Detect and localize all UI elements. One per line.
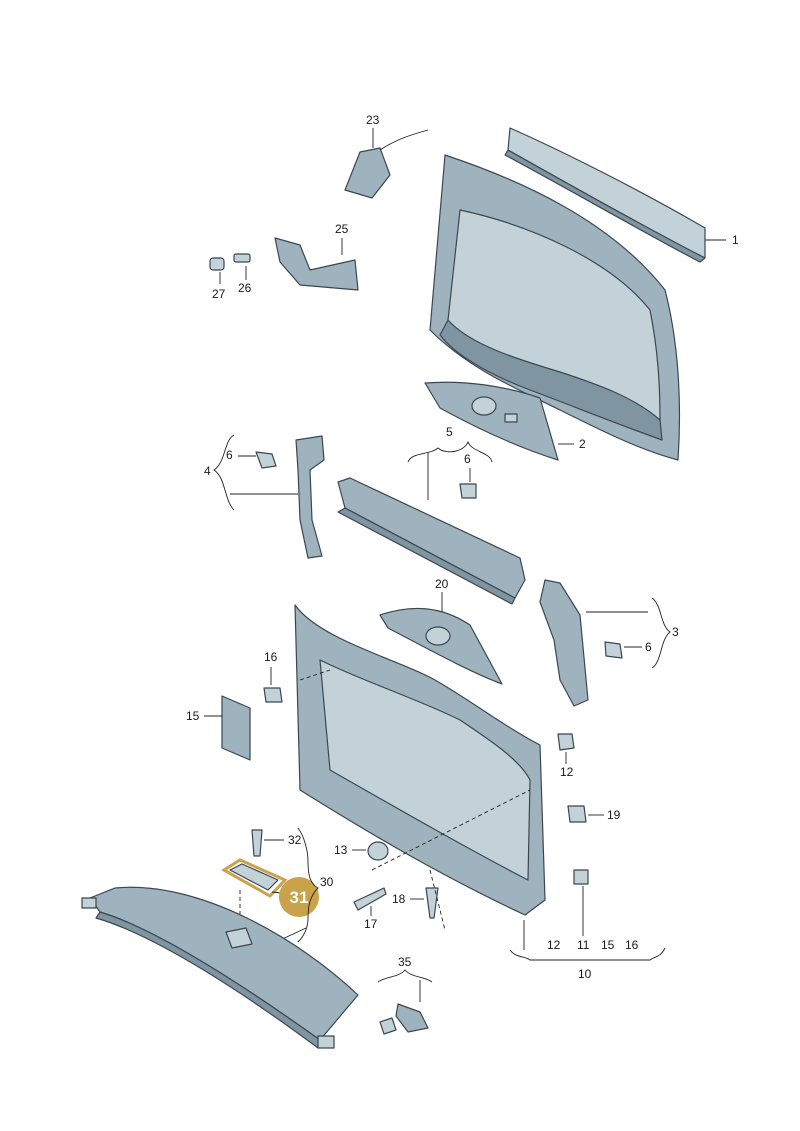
part-11-clip[interactable]	[573, 869, 589, 885]
part-35-bracket[interactable]	[379, 1003, 429, 1035]
brace-30	[297, 827, 319, 943]
label-6a: 6	[226, 448, 233, 462]
label-32: 32	[288, 833, 302, 847]
part-17-screw[interactable]	[353, 887, 387, 911]
part-26-screw[interactable]	[233, 253, 251, 263]
label-15: 15	[186, 709, 200, 723]
part-20-trim[interactable]	[379, 607, 503, 685]
part-1-seal[interactable]	[504, 127, 706, 263]
label-20: 20	[435, 577, 449, 591]
label-15b: 15	[601, 938, 615, 952]
label-23: 23	[366, 113, 380, 127]
label-1: 1	[732, 233, 739, 247]
part-6-clip-a[interactable]	[255, 451, 277, 469]
part-31-handle[interactable]	[221, 858, 288, 898]
part-4-pillar-trim[interactable]	[295, 435, 325, 559]
part-16-clip[interactable]	[263, 687, 283, 703]
label-31: 31	[290, 888, 309, 907]
part-2-trim[interactable]	[424, 381, 559, 461]
part-30-luggage-cover[interactable]	[81, 886, 359, 1049]
part-3-pillar-trim[interactable]	[539, 579, 589, 707]
part-6-clip-c[interactable]	[604, 641, 623, 659]
label-3: 3	[672, 625, 679, 639]
label-16b: 16	[625, 938, 639, 952]
part-27-clip[interactable]	[209, 257, 225, 271]
part-10-tailgate-trim[interactable]	[294, 604, 546, 916]
label-27: 27	[212, 287, 226, 301]
brace-10	[509, 947, 666, 961]
part-19-clip[interactable]	[567, 805, 587, 823]
part-15-cover[interactable]	[221, 695, 251, 761]
dash-a	[299, 669, 331, 681]
label-13: 13	[334, 843, 348, 857]
part-25-bracket[interactable]	[274, 237, 359, 291]
label-6b: 6	[464, 452, 471, 466]
dash-c	[429, 869, 446, 931]
label-35: 35	[398, 955, 412, 969]
label-4: 4	[204, 464, 211, 478]
part-13-cap[interactable]	[367, 841, 389, 861]
label-11: 11	[577, 938, 590, 952]
label-25: 25	[335, 222, 349, 236]
part-18-screw[interactable]	[425, 887, 439, 919]
label-12a: 12	[560, 765, 574, 779]
label-26: 26	[238, 281, 252, 295]
brace-5	[407, 440, 493, 463]
brace-4	[213, 434, 235, 511]
dash-b	[371, 789, 531, 871]
label-6c: 6	[645, 640, 652, 654]
label-17: 17	[364, 917, 378, 931]
part-32-screw[interactable]	[251, 829, 263, 857]
label-10: 10	[578, 967, 592, 981]
label-12b: 12	[547, 938, 561, 952]
brace-3	[651, 597, 671, 669]
label-5: 5	[446, 425, 453, 439]
part-23-bracket[interactable]	[344, 129, 429, 199]
label-19: 19	[607, 808, 621, 822]
label-2: 2	[579, 437, 586, 451]
part-5-sill-panel[interactable]	[337, 477, 526, 605]
label-30: 30	[320, 875, 334, 889]
tailgate-upper-frame[interactable]	[429, 154, 681, 461]
label-16: 16	[264, 650, 278, 664]
part-12-clip-a[interactable]	[557, 733, 575, 751]
brace-35	[377, 969, 433, 983]
label-18: 18	[392, 892, 406, 906]
part-6-clip-b[interactable]	[459, 483, 477, 499]
